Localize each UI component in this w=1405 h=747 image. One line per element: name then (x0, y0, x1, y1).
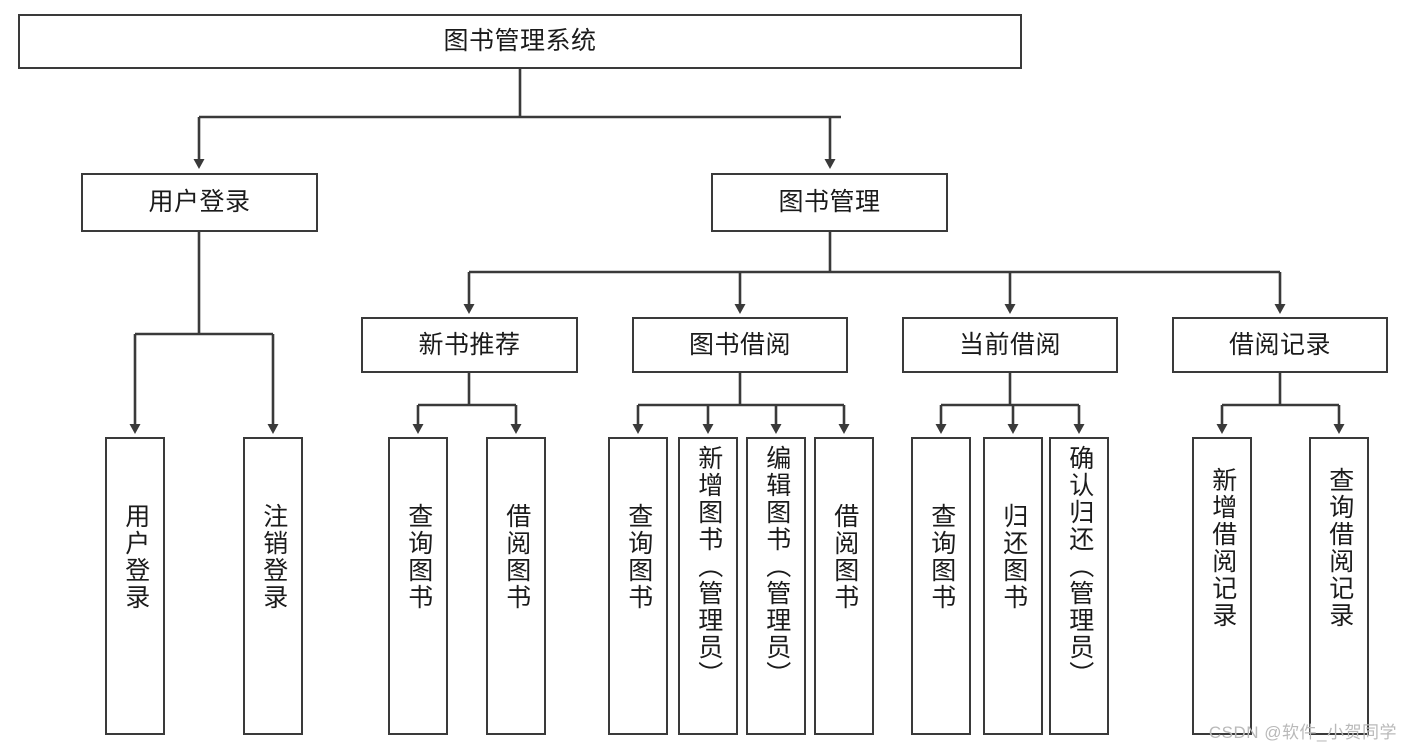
node-leaf-query-borrow-record-label: 查询借阅记录 (1325, 467, 1354, 629)
node-user-login[interactable]: 用户登录 (81, 173, 318, 232)
node-leaf-add-book[interactable]: 新增图书（管理员） (678, 437, 738, 735)
node-leaf-query-book-2-label: 查询图书 (624, 503, 653, 611)
node-book-manage-label: 图书管理 (778, 188, 881, 216)
node-book-borrow[interactable]: 图书借阅 (632, 317, 848, 373)
node-leaf-borrow-book-1[interactable]: 借阅图书 (486, 437, 546, 735)
node-leaf-add-borrow-record[interactable]: 新增借阅记录 (1192, 437, 1252, 735)
node-book-borrow-label: 图书借阅 (688, 330, 791, 359)
node-leaf-confirm-return[interactable]: 确认归还（管理员） (1049, 437, 1109, 735)
node-leaf-add-borrow-record-label: 新增借阅记录 (1208, 467, 1237, 629)
node-leaf-query-book-3-label: 查询图书 (927, 503, 956, 611)
node-leaf-query-book-2[interactable]: 查询图书 (608, 437, 668, 735)
node-new-book-recommend-label: 新书推荐 (418, 330, 521, 359)
node-book-manage[interactable]: 图书管理 (711, 173, 948, 232)
node-leaf-query-borrow-record[interactable]: 查询借阅记录 (1309, 437, 1369, 735)
node-current-borrow[interactable]: 当前借阅 (902, 317, 1118, 373)
node-leaf-edit-book-label: 编辑图书（管理员） (762, 445, 791, 688)
node-leaf-edit-book[interactable]: 编辑图书（管理员） (746, 437, 806, 735)
node-user-login-label: 用户登录 (148, 188, 251, 216)
node-leaf-confirm-return-label: 确认归还（管理员） (1065, 445, 1094, 688)
node-leaf-user-logout[interactable]: 注销登录 (243, 437, 303, 735)
node-root-label: 图书管理系统 (443, 27, 597, 55)
node-leaf-add-book-label: 新增图书（管理员） (694, 445, 723, 688)
node-leaf-borrow-book-1-label: 借阅图书 (502, 503, 531, 611)
node-leaf-borrow-book-2-label: 借阅图书 (830, 503, 859, 611)
node-current-borrow-label: 当前借阅 (958, 330, 1061, 359)
node-leaf-query-book-1[interactable]: 查询图书 (388, 437, 448, 735)
node-leaf-query-book-1-label: 查询图书 (404, 503, 433, 611)
node-leaf-query-book-3[interactable]: 查询图书 (911, 437, 971, 735)
node-borrow-record[interactable]: 借阅记录 (1172, 317, 1388, 373)
node-new-book-recommend[interactable]: 新书推荐 (361, 317, 578, 373)
node-leaf-user-login[interactable]: 用户登录 (105, 437, 165, 735)
node-leaf-return-book[interactable]: 归还图书 (983, 437, 1043, 735)
csdn-watermark: CSDN @软件_小贺同学 (1208, 723, 1397, 742)
node-leaf-return-book-label: 归还图书 (999, 503, 1028, 611)
node-borrow-record-label: 借阅记录 (1228, 330, 1331, 359)
node-leaf-borrow-book-2[interactable]: 借阅图书 (814, 437, 874, 735)
node-leaf-user-logout-label: 注销登录 (259, 503, 288, 611)
node-leaf-user-login-label: 用户登录 (121, 503, 150, 611)
node-root[interactable]: 图书管理系统 (18, 14, 1022, 69)
